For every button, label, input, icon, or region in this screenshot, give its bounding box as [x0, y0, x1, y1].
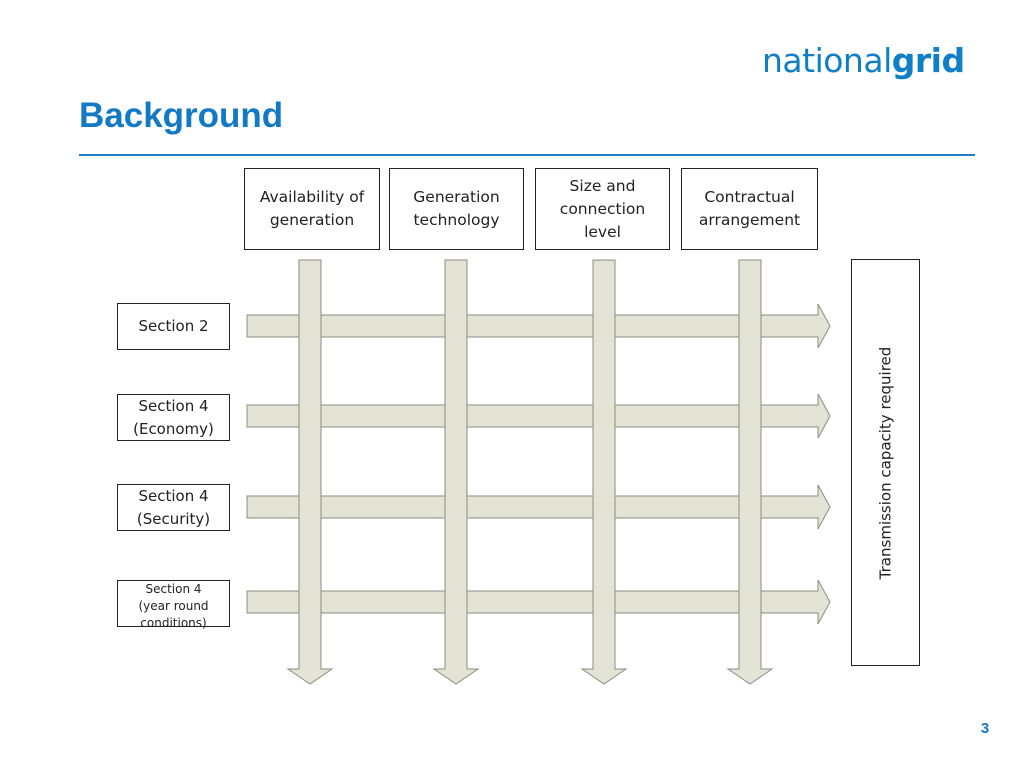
horizontal-arrows — [246, 303, 831, 625]
transmission-capacity-label: Transmission capacity required — [876, 346, 895, 579]
section-box-section-4-year-round: Section 4 (year round conditions) — [117, 580, 230, 630]
section-box-section-4-security: Section 4 (Security) — [117, 484, 230, 531]
column-box-contractual: Contractual arrangement — [681, 168, 818, 250]
vertical-arrows — [286, 259, 774, 685]
section-box-section-2: Section 2 — [117, 303, 230, 350]
column-arrow-1 — [286, 259, 334, 685]
logo-text-grid: grid — [891, 41, 965, 80]
page-title: Background — [79, 96, 284, 135]
page-number: 3 — [980, 720, 990, 737]
column-box-technology: Generation technology — [389, 168, 524, 250]
section-arrow-1 — [246, 303, 831, 349]
column-box-size-connection: Size and connection level — [535, 168, 670, 250]
transmission-capacity-box: Transmission capacity required — [851, 259, 920, 666]
section-arrow-2 — [246, 393, 831, 439]
column-arrow-4 — [726, 259, 774, 685]
column-arrow-3 — [580, 259, 628, 685]
column-arrow-2 — [432, 259, 480, 685]
section-arrow-3 — [246, 484, 831, 530]
title-divider — [79, 154, 975, 156]
section-arrow-4 — [246, 579, 831, 625]
column-box-availability: Availability of generation — [244, 168, 380, 250]
national-grid-logo: nationalgrid — [762, 38, 965, 84]
section-box-section-4-economy: Section 4 (Economy) — [117, 394, 230, 441]
logo-text-national: national — [762, 41, 892, 80]
